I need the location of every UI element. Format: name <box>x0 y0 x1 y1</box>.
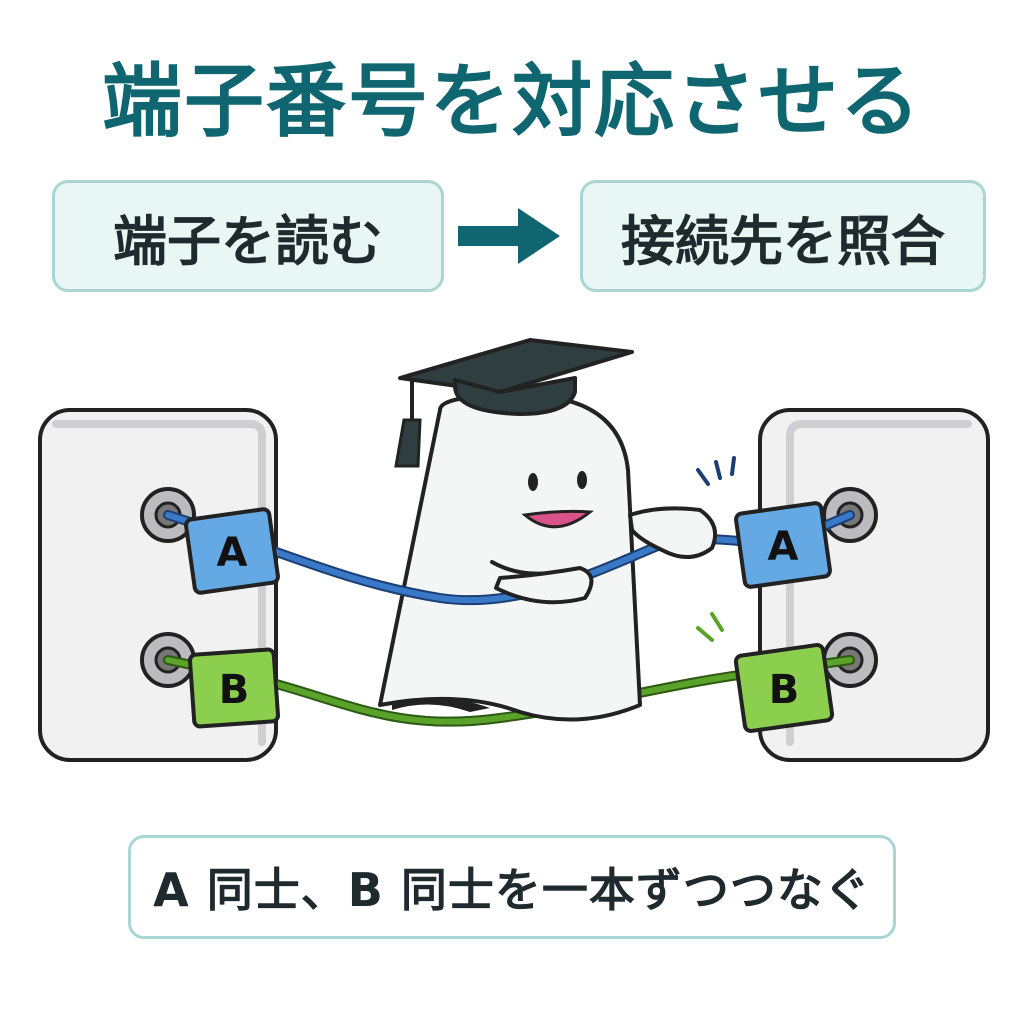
right-arrow-icon <box>458 208 560 264</box>
mascot-eye-right <box>577 471 587 489</box>
step-match-destination: 接続先を照合 <box>580 180 986 292</box>
tag-left-b-label: B <box>219 667 250 713</box>
graduation-cap-icon <box>394 338 634 468</box>
step-read-terminal: 端子を読む <box>52 180 444 292</box>
ghost-mascot <box>378 393 642 722</box>
instruction-caption-text: A 同士、B 同士を一本ずつつなぐ <box>153 863 871 917</box>
page-title: 端子番号を対応させる <box>102 55 922 148</box>
instruction-caption: A 同士、B 同士を一本ずつつなぐ <box>128 835 896 939</box>
cable-b <box>163 655 855 727</box>
tag-right-a: A <box>734 501 832 589</box>
step-match-destination-label: 接続先を照合 <box>621 209 945 273</box>
mascot-mouth <box>521 509 594 529</box>
tag-left-b: B <box>187 647 281 729</box>
motion-marks <box>696 456 736 642</box>
tag-left-a: A <box>184 507 280 595</box>
step-read-terminal-label: 端子を読む <box>113 209 383 273</box>
wiring-illustration: A B A B <box>38 338 990 762</box>
mascot-arms <box>494 506 717 605</box>
mascot-eye-left <box>528 473 538 491</box>
tag-right-a-label: A <box>768 524 799 570</box>
tag-right-b-label: B <box>769 667 800 713</box>
tag-left-a-label: A <box>217 530 248 576</box>
tag-right-b: B <box>733 643 835 733</box>
